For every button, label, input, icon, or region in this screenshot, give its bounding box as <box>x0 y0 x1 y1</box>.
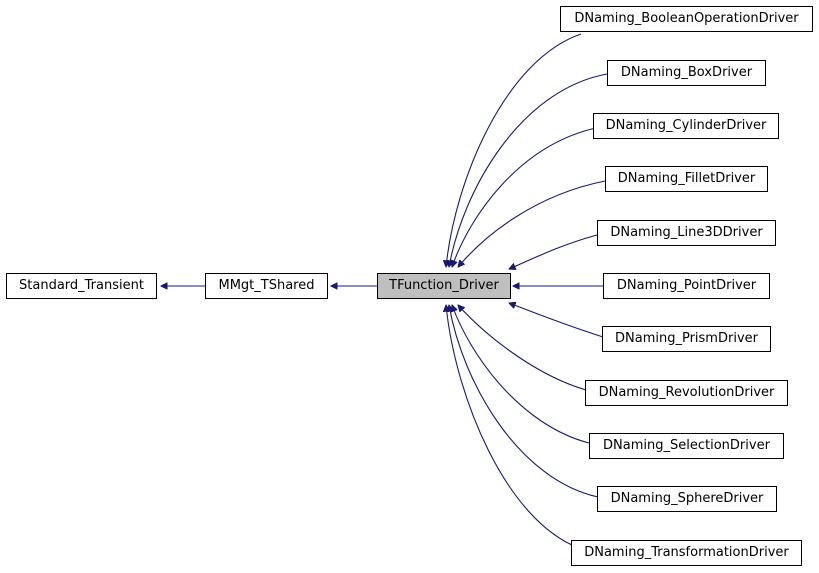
node-label: TFunction_Driver <box>389 278 499 293</box>
node-label: DNaming_SphereDriver <box>610 491 764 506</box>
node-label: Standard_Transient <box>19 278 144 293</box>
edge-cylinder <box>452 127 597 267</box>
node-dnaming-cylinderdriver[interactable]: DNaming_CylinderDriver <box>593 113 779 139</box>
edge-prism <box>509 303 604 338</box>
node-label: DNaming_RevolutionDriver <box>598 385 775 400</box>
edge-line3d <box>509 234 598 269</box>
node-dnaming-boxdriver[interactable]: DNaming_BoxDriver <box>607 60 766 86</box>
edge-fillet <box>458 180 606 267</box>
node-dnaming-prismdriver[interactable]: DNaming_PrismDriver <box>602 326 771 352</box>
node-dnaming-selectiondriver[interactable]: DNaming_SelectionDriver <box>589 433 784 459</box>
node-label: MMgt_TShared <box>218 278 315 293</box>
edge-sphere <box>449 305 599 498</box>
node-dnaming-transformationdriver[interactable]: DNaming_TransformationDriver <box>571 540 802 566</box>
edge-revolution <box>458 305 587 391</box>
node-label: DNaming_PointDriver <box>616 278 757 293</box>
edge-transformation <box>446 305 580 549</box>
node-dnaming-pointdriver[interactable]: DNaming_PointDriver <box>603 273 770 299</box>
node-label: DNaming_SelectionDriver <box>603 438 770 453</box>
node-label: DNaming_CylinderDriver <box>605 118 767 133</box>
node-dnaming-spheredriver[interactable]: DNaming_SphereDriver <box>597 486 777 512</box>
node-dnaming-line3ddriver[interactable]: DNaming_Line3DDriver <box>597 220 776 246</box>
node-dnaming-filletdriver[interactable]: DNaming_FilletDriver <box>605 166 768 192</box>
edge-box <box>449 73 608 267</box>
edge-booleanoperation <box>446 33 582 267</box>
node-label: DNaming_BoxDriver <box>620 65 753 80</box>
node-dnaming-booleanoperationdriver[interactable]: DNaming_BooleanOperationDriver <box>560 6 813 32</box>
node-tfunction-driver[interactable]: TFunction_Driver <box>377 273 511 299</box>
node-dnaming-revolutiondriver[interactable]: DNaming_RevolutionDriver <box>585 380 788 406</box>
node-label: DNaming_PrismDriver <box>615 331 758 346</box>
node-label: DNaming_TransformationDriver <box>584 545 789 560</box>
node-label: DNaming_FilletDriver <box>617 171 756 186</box>
node-label: DNaming_Line3DDriver <box>610 225 763 240</box>
node-mmgt-tshared[interactable]: MMgt_TShared <box>205 273 328 299</box>
node-label: DNaming_BooleanOperationDriver <box>574 11 799 26</box>
edge-selection <box>452 305 590 444</box>
node-standard-transient[interactable]: Standard_Transient <box>6 273 157 299</box>
